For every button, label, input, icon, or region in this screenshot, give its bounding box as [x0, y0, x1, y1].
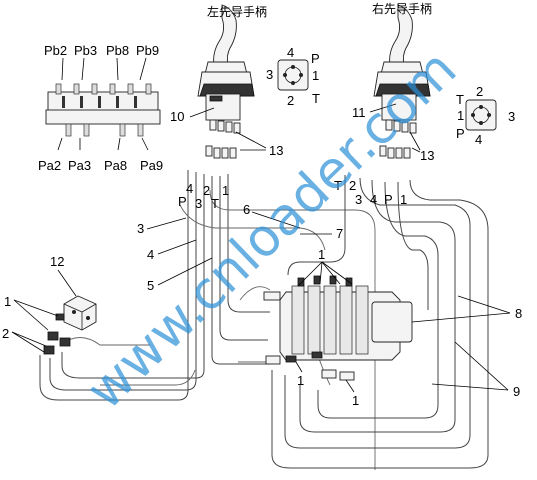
callout-12: 12	[50, 254, 64, 269]
left-hose-3: 3	[195, 196, 202, 211]
right-plate-port-p: P	[456, 126, 465, 141]
left-joystick-title: 左先导手柄	[207, 4, 267, 19]
callout-13-left: 13	[269, 143, 283, 158]
left-plate-port-p: P	[311, 51, 320, 66]
right-hose-1: 1	[400, 192, 407, 207]
left-plate-port-1: 1	[312, 68, 319, 83]
callout-7: 7	[336, 226, 343, 241]
callout-4: 4	[147, 247, 154, 262]
port-pa9: Pa9	[140, 158, 163, 173]
right-joystick	[373, 4, 431, 159]
callout-1-left: 1	[4, 294, 11, 309]
main-control-valve	[263, 275, 413, 381]
port-pa2: Pa2	[38, 158, 61, 173]
port-pa3: Pa3	[68, 158, 91, 173]
callout-1-bottom-left: 1	[297, 373, 304, 388]
right-plate-port-4: 4	[475, 132, 482, 147]
left-plate-port-4: 4	[287, 45, 294, 60]
callout-3: 3	[137, 221, 144, 236]
callout-11: 11	[352, 105, 366, 120]
left-hose-1: 1	[222, 183, 229, 198]
right-joystick-fittings	[379, 119, 417, 159]
callout-1-top: 1	[318, 247, 325, 262]
right-plate-port-1: 1	[457, 108, 464, 123]
left-joystick	[197, 4, 255, 159]
port-pa8: Pa8	[104, 158, 127, 173]
right-plate-port-2: 2	[476, 84, 483, 99]
left-hose-4: 4	[186, 181, 193, 196]
block-12	[43, 295, 97, 355]
left-hose-p: P	[178, 194, 187, 209]
right-hose-t: T	[334, 178, 342, 193]
left-port-plate: 4 P 3 1 2 T	[266, 45, 320, 108]
left-joystick-fittings	[205, 119, 241, 159]
left-hose-port-labels: P 4 3 2 T 1	[178, 181, 229, 211]
right-hose-3: 3	[355, 192, 362, 207]
right-port-plate: T 2 1 3 P 4	[456, 84, 515, 147]
right-hose-4: 4	[370, 192, 377, 207]
port-pb8: Pb8	[106, 43, 129, 58]
callout-9: 9	[513, 384, 520, 399]
valve-bank-detail: Pb2 Pb3 Pb8 Pb9 Pa2 Pa3 Pa8 Pa9	[38, 43, 163, 173]
left-plate-port-2: 2	[287, 93, 294, 108]
hose-routing	[39, 170, 489, 470]
right-hose-port-labels: T 2 3 4 P 1	[334, 178, 407, 207]
right-plate-port-3: 3	[508, 109, 515, 124]
port-pb9: Pb9	[136, 43, 159, 58]
left-plate-port-3: 3	[266, 67, 273, 82]
left-hose-t: T	[211, 196, 219, 211]
right-hose-2: 2	[349, 178, 356, 193]
callout-6: 6	[243, 202, 250, 217]
right-hose-p: P	[384, 192, 393, 207]
port-pb3: Pb3	[74, 43, 97, 58]
callout-5: 5	[147, 278, 154, 293]
port-pb2: Pb2	[44, 43, 67, 58]
callout-1-bottom-right: 1	[352, 393, 359, 408]
callout-10: 10	[170, 109, 184, 124]
left-hose-2: 2	[203, 183, 210, 198]
right-joystick-title: 右先导手柄	[372, 1, 432, 16]
right-plate-port-t: T	[456, 92, 464, 107]
callout-8: 8	[515, 306, 522, 321]
callout-numbers: 10 11 13 13 3 4 5 6 7 8 9 12 1 1 2 1 1	[2, 105, 522, 408]
left-plate-port-t: T	[312, 91, 320, 106]
callout-13-right: 13	[420, 148, 434, 163]
callout-leaders	[11, 103, 511, 393]
callout-2: 2	[2, 326, 9, 341]
